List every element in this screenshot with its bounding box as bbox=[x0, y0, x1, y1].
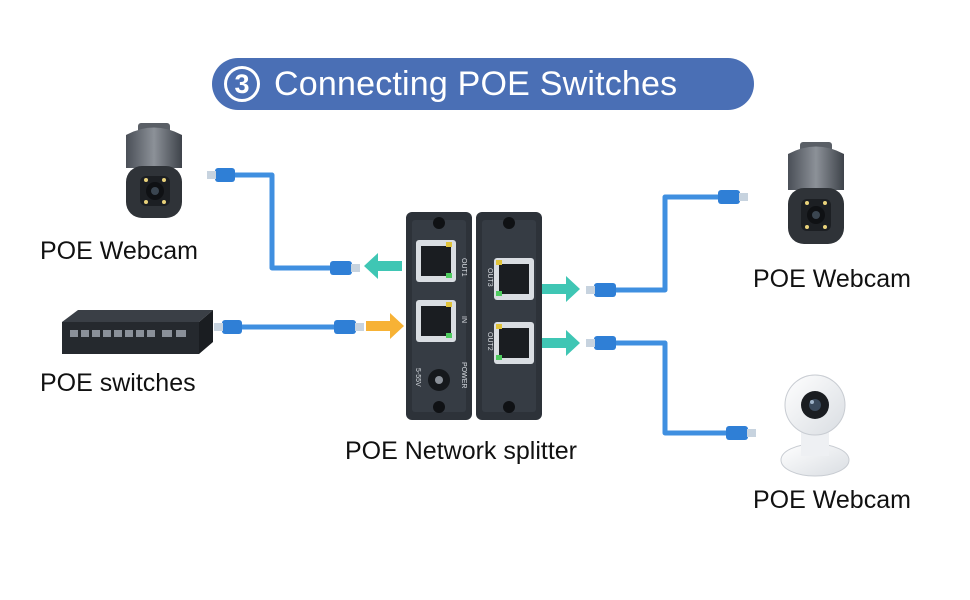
splitter-unit-1 bbox=[406, 212, 472, 420]
port-label-out3: OUT3 bbox=[486, 268, 493, 287]
cable-left-webcam bbox=[228, 172, 348, 271]
rj45-plug-right-bottom-webcam bbox=[726, 426, 756, 440]
label-webcam-right-top: POE Webcam bbox=[753, 265, 911, 293]
rj45-plug-splitter-out3 bbox=[586, 283, 616, 297]
rj45-plug-splitter-out1 bbox=[330, 261, 360, 275]
port-label-in: IN bbox=[460, 316, 467, 323]
ptz-camera-left-icon bbox=[126, 123, 182, 218]
arrow-out2-to-right-webcam bbox=[542, 330, 580, 356]
port-label-out2: OUT2 bbox=[486, 332, 493, 351]
port-label-out1: OUT1 bbox=[460, 258, 467, 277]
label-poe-splitter: POE Network splitter bbox=[345, 437, 578, 465]
rj45-plug-switch bbox=[214, 320, 242, 334]
diagram-title: Connecting POE Switches bbox=[274, 64, 678, 103]
ptz-camera-right-top-icon bbox=[788, 142, 844, 244]
rj45-plug-splitter-in bbox=[334, 320, 364, 334]
arrow-out3-to-right-webcam bbox=[542, 276, 580, 302]
rj45-plug-splitter-out2 bbox=[586, 336, 616, 350]
dome-camera-right-bottom-icon bbox=[780, 374, 850, 477]
label-webcam-left: POE Webcam bbox=[40, 237, 198, 265]
label-webcam-right-bottom: POE Webcam bbox=[753, 486, 911, 514]
rj45-plug-left-webcam bbox=[207, 168, 235, 182]
label-poe-switches: POE switches bbox=[40, 369, 196, 397]
poe-switch-icon bbox=[62, 310, 213, 354]
cable-right-top-webcam bbox=[602, 194, 730, 293]
arrow-switch-to-in bbox=[366, 313, 404, 339]
port-label-voltage: 5-55V bbox=[414, 368, 421, 387]
rj45-plug-right-top-webcam bbox=[718, 190, 748, 204]
title-banner: 3 Connecting POE Switches bbox=[212, 58, 754, 110]
port-label-power: POWER bbox=[460, 362, 467, 388]
cable-right-bottom-webcam bbox=[602, 340, 735, 436]
step-number-badge: 3 bbox=[224, 66, 260, 102]
splitter-unit-2 bbox=[476, 212, 542, 420]
arrow-out1-to-left-webcam bbox=[364, 253, 402, 279]
